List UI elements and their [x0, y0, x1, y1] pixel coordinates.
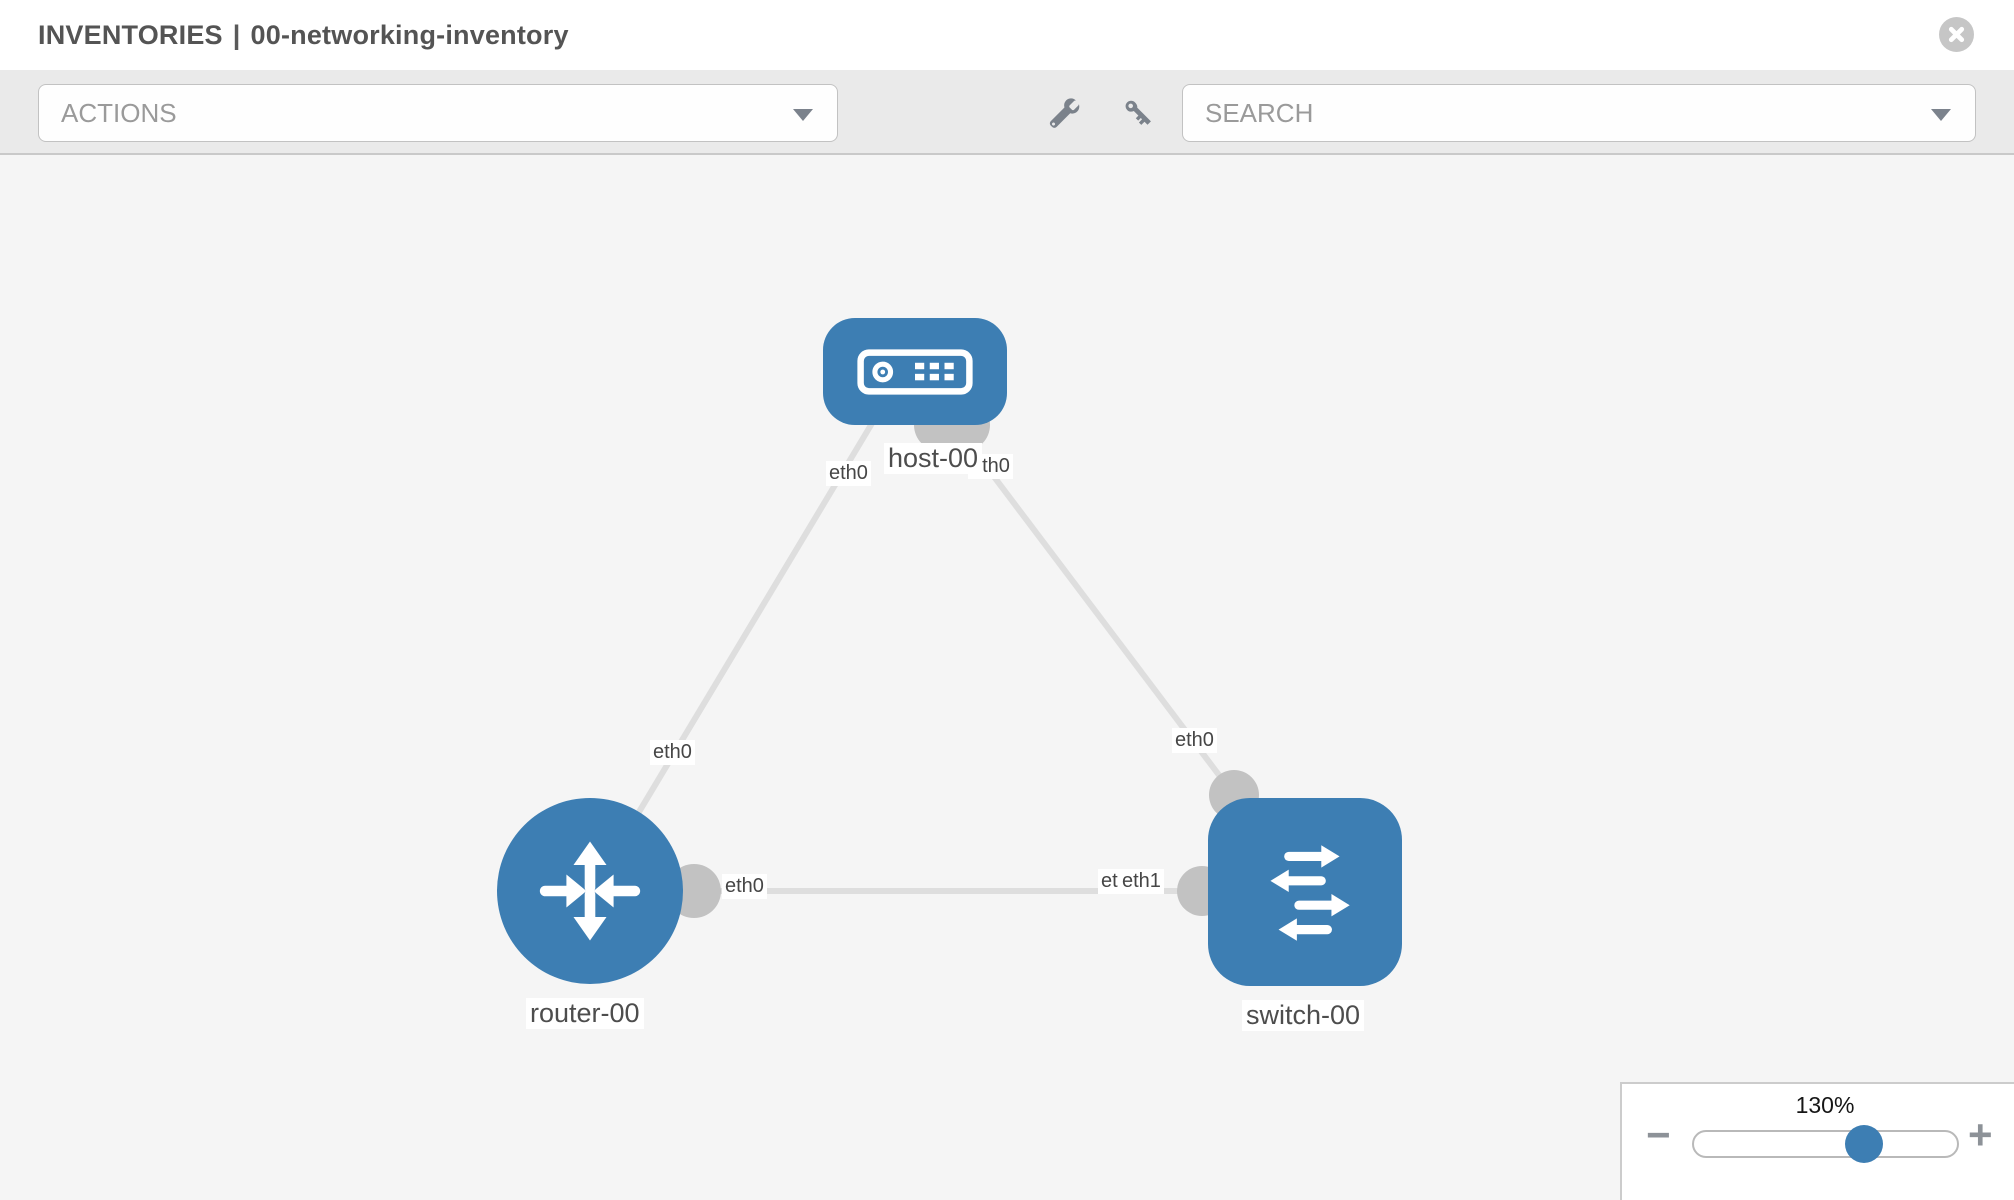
- node-switch[interactable]: [1208, 798, 1402, 986]
- iface-label-host-eth0-left: eth0: [826, 461, 871, 486]
- iface-label-router-eth0: eth0: [722, 874, 767, 899]
- node-label-host[interactable]: host-00: [884, 443, 983, 475]
- page-title-section: INVENTORIES: [38, 20, 223, 50]
- toolbar-tools: [1046, 70, 1156, 155]
- page-title-inventory-name: 00-networking-inventory: [250, 20, 569, 50]
- zoom-percentage: 130%: [1795, 1092, 1855, 1118]
- search-placeholder: SEARCH: [1205, 98, 1314, 128]
- zoom-slider-handle[interactable]: [1845, 1125, 1883, 1163]
- node-label-switch[interactable]: switch-00: [1242, 1000, 1365, 1032]
- key-icon[interactable]: [1120, 95, 1156, 131]
- iface-label-switch-eth0: eth0: [1172, 728, 1217, 753]
- zoom-in-button[interactable]: +: [1968, 1111, 1993, 1158]
- node-label-router[interactable]: router-00: [526, 998, 644, 1030]
- header: INVENTORIES | 00-networking-inventory: [0, 0, 2014, 70]
- actions-dropdown[interactable]: ACTIONS: [38, 84, 838, 142]
- links-layer: [597, 399, 1259, 918]
- zoom-out-button[interactable]: −: [1646, 1111, 1671, 1158]
- page-title: INVENTORIES | 00-networking-inventory: [38, 0, 569, 70]
- chevron-down-icon: [793, 109, 813, 121]
- wrench-icon[interactable]: [1046, 95, 1082, 131]
- switch-icon: [1270, 845, 1350, 941]
- page-title-separator: |: [232, 20, 241, 50]
- close-icon: [1948, 26, 1965, 43]
- actions-dropdown-label: ACTIONS: [61, 98, 177, 128]
- search-dropdown[interactable]: SEARCH: [1182, 84, 1976, 142]
- node-router[interactable]: [497, 798, 683, 984]
- host-icon: [857, 348, 973, 395]
- node-host[interactable]: [823, 318, 1007, 425]
- link-host-router[interactable]: [597, 408, 883, 879]
- topology-canvas[interactable]: host-00 router-00 switch-00 eth0 eth0 et…: [0, 155, 2014, 1200]
- zoom-control-panel: 130% − +: [1620, 1082, 2014, 1200]
- iface-label-switch-eth1: eth1: [1119, 869, 1164, 894]
- zoom-slider-track[interactable]: [1692, 1130, 1959, 1158]
- chevron-down-icon: [1931, 109, 1951, 121]
- toolbar: ACTIONS SEARCH: [0, 70, 2014, 155]
- close-button[interactable]: [1939, 17, 1974, 52]
- iface-label-host-router-eth0: eth0: [650, 740, 695, 765]
- router-icon: [539, 841, 641, 941]
